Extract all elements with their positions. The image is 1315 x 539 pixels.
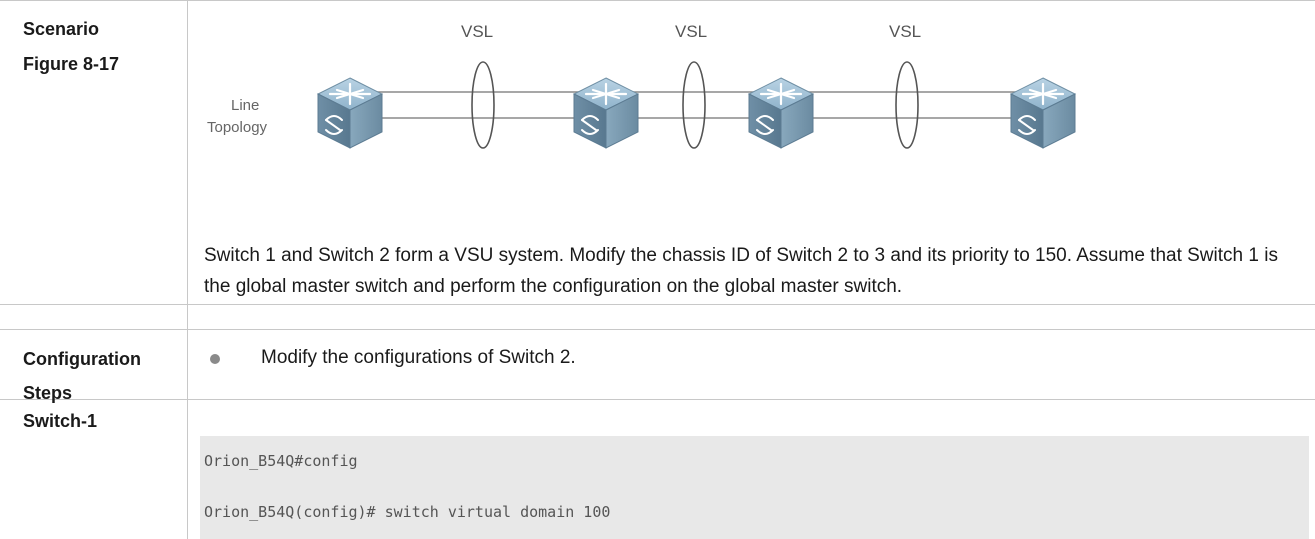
configuration-steps-label-line1: Configuration bbox=[23, 349, 141, 369]
column-divider bbox=[187, 0, 188, 539]
code-block bbox=[200, 436, 1309, 539]
scenario-label: Scenario bbox=[23, 19, 100, 39]
vsl-label: VSL bbox=[675, 22, 708, 41]
vsl-label: VSL bbox=[889, 22, 922, 41]
switch-icon bbox=[1009, 76, 1077, 150]
switch-icon bbox=[572, 76, 640, 150]
table-border-top bbox=[0, 0, 1315, 1]
step-text: Modify the configurations of Switch 2. bbox=[261, 347, 576, 368]
switch-icon bbox=[747, 76, 815, 150]
topology-label-line1: Line bbox=[231, 97, 260, 114]
bullet-icon bbox=[210, 354, 220, 364]
code-line: Orion_B54Q#config bbox=[204, 452, 358, 470]
scenario-description: Switch 1 and Switch 2 form a VSU system.… bbox=[204, 245, 1278, 297]
vsl-links bbox=[350, 91, 1035, 119]
row-divider bbox=[0, 304, 1315, 305]
switch-label: Switch-1 bbox=[23, 411, 98, 431]
row-divider bbox=[0, 329, 1315, 330]
row-divider bbox=[0, 399, 1315, 400]
code-line: Orion_B54Q(config)# switch virtual domai… bbox=[204, 503, 611, 521]
topology-label: Line Topology bbox=[207, 95, 267, 139]
switch-icon bbox=[316, 76, 384, 150]
figure-label: Figure 8-17 bbox=[23, 54, 120, 74]
configuration-steps-label-line2: Steps bbox=[23, 383, 73, 403]
vsl-bundle-ellipses bbox=[471, 61, 919, 149]
topology-label-line2: Topology bbox=[207, 119, 268, 136]
line-topology-diagram bbox=[316, 61, 1077, 150]
vsl-label: VSL bbox=[461, 22, 494, 41]
